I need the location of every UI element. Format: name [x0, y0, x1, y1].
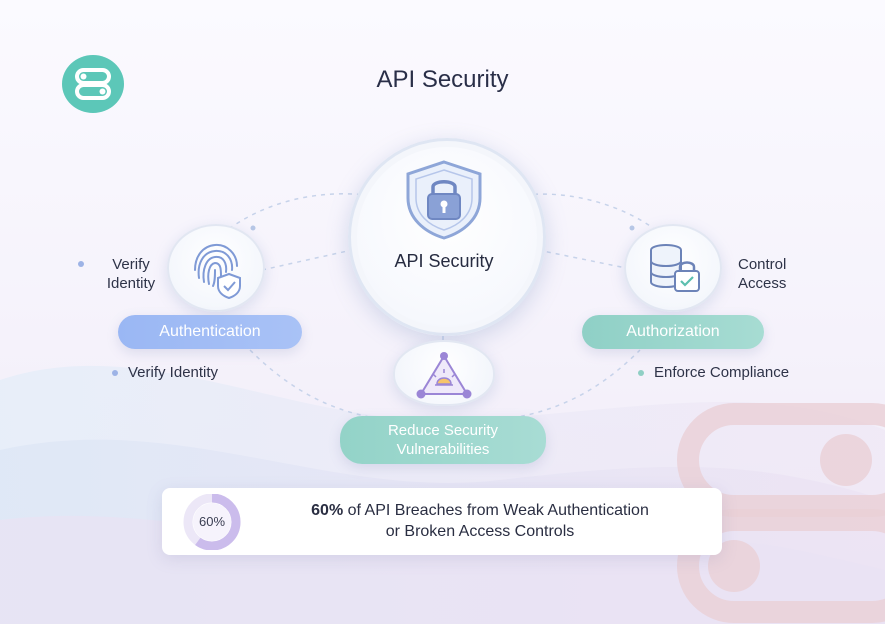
vulnerabilities-line1: Reduce Security — [387, 422, 499, 439]
vulnerabilities-pill: Reduce Security Vulnerabilities — [340, 416, 546, 464]
brand-logo — [62, 55, 124, 113]
control-access-text: Control Access — [738, 256, 787, 292]
percentage-donut — [183, 494, 241, 550]
bullet-dot — [78, 261, 84, 267]
database-lock-icon — [650, 244, 700, 292]
verify-identity-note: Verify Identity — [78, 255, 168, 293]
vulnerabilities-line2: Vulnerabilities — [396, 441, 490, 458]
control-access-note: Control Access — [738, 255, 808, 293]
vulnerabilities-node — [393, 340, 495, 406]
brand-watermark-icon — [677, 403, 885, 623]
verify-identity-bullet-text: Verify Identity — [128, 364, 219, 381]
verify-identity-bullet: Verify Identity — [112, 364, 218, 381]
bug-network-icon — [416, 352, 472, 399]
statistic-line1: of API Breaches from Weak Authentication — [343, 502, 649, 519]
statistic-highlight: 60% — [311, 502, 344, 519]
statistic-card — [162, 488, 722, 555]
statistic-text: 60% of API Breaches from Weak Authentica… — [250, 500, 710, 542]
verify-identity-text: Verify Identity — [106, 256, 156, 292]
center-label: API Security — [394, 251, 494, 271]
enforce-compliance-text: Enforce Compliance — [654, 364, 790, 381]
shield-lock-icon — [406, 160, 482, 240]
authentication-node — [167, 224, 265, 312]
page-title: API Security — [376, 66, 509, 93]
authorization-node — [624, 224, 722, 312]
authorization-pill: Authorization — [582, 315, 764, 349]
statistic-line2: or Broken Access Controls — [385, 523, 575, 540]
percentage-label: 60% — [198, 514, 226, 529]
bullet-dot — [638, 370, 644, 376]
authentication-pill: Authentication — [118, 315, 302, 349]
bullet-dot — [112, 370, 118, 376]
enforce-compliance-bullet: Enforce Compliance — [638, 364, 789, 381]
fingerprint-shield-icon — [194, 243, 241, 300]
